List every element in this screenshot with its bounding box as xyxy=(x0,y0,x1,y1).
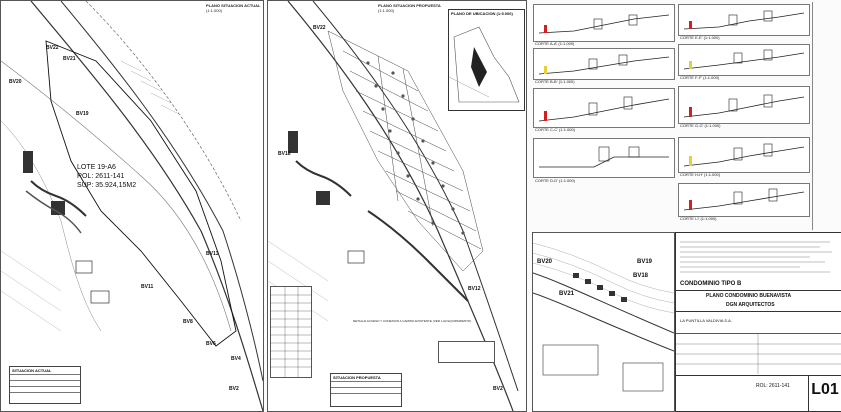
section-h-label: CORTE H-H' (1:1.000) xyxy=(680,172,721,177)
legend-grid xyxy=(271,287,311,377)
bv-label: BV2 xyxy=(493,386,503,392)
section-d xyxy=(533,138,675,178)
owner-name: LA PUNTILLA VALDIVIA S.A. xyxy=(680,318,732,323)
section-f-label: CORTE F-F' (1:1.000) xyxy=(680,75,720,80)
bv-label: BV20 xyxy=(537,259,553,265)
section-e-label: CORTE E-E' (1:1.000) xyxy=(680,35,720,40)
current-site-drawing xyxy=(1,1,263,411)
notes-area xyxy=(680,237,836,277)
center-plan-title: PLANO SITUACION PROPUESTA xyxy=(378,3,441,8)
rol-value: ROL: 2611-141 xyxy=(756,383,790,389)
bv-label: BV22 xyxy=(313,25,326,31)
bv-label: BV13 xyxy=(206,251,219,257)
section-e xyxy=(678,4,810,36)
detail-drawing xyxy=(533,242,674,392)
section-b-label: CORTE B-B' (1:1.000) xyxy=(535,79,575,84)
title-divider xyxy=(676,290,841,291)
bv-label: BV19 xyxy=(637,259,653,265)
title-divider-2 xyxy=(676,311,841,312)
bv-label: BV22 xyxy=(46,45,59,51)
bv-label: BV21 xyxy=(559,291,575,297)
location-title: PLANO DE UBICACION (1:5.000) xyxy=(451,11,513,16)
current-table-title: SITUACION ACTUAL xyxy=(12,368,52,373)
panel-sections: CORTE A-A' (1:1.000) CORTE B-B' (1:1.000… xyxy=(528,0,840,230)
bv-label: BV21 xyxy=(63,56,76,62)
left-plan-title: PLANO SITUACION ACTUAL xyxy=(206,3,261,8)
legend-box xyxy=(270,286,312,378)
section-a xyxy=(533,4,675,42)
location-inset: PLANO DE UBICACION (1:5.000) xyxy=(448,9,525,111)
lot-info: LOTE 19-A6 ROL: 2611-141 SUP: 35.924,15M… xyxy=(77,163,136,190)
section-d-label: CORTE D-D' (1:1.000) xyxy=(535,178,576,183)
plano-title: PLANO CONDOMINIO BUENAVISTA xyxy=(706,293,792,299)
title-block: CONDOMINIO TIPO B PLANO CONDOMINIO BUENA… xyxy=(675,232,841,412)
architect-title: DGN ARQUITECTOS xyxy=(726,302,775,308)
title-divider-3 xyxy=(676,375,841,376)
current-table: SITUACION ACTUAL xyxy=(9,366,81,404)
section-g xyxy=(678,86,810,124)
section-a-label: CORTE A-A' (1:1.000) xyxy=(535,41,575,46)
bv-label: BV4 xyxy=(231,356,241,362)
bv-label: BV6 xyxy=(206,341,216,347)
lot-name: LOTE 19-A6 xyxy=(77,164,116,171)
lot-rol: ROL: 2611-141 xyxy=(77,173,125,180)
section-i-label: CORTE I-I' (1:1.000) xyxy=(680,216,717,221)
small-legend xyxy=(438,341,495,363)
sheet-box: L01 xyxy=(808,375,841,411)
location-map xyxy=(448,26,520,103)
bv-label: BV20 xyxy=(9,79,22,85)
notes-column xyxy=(812,2,839,230)
proposed-site-drawing xyxy=(268,1,519,411)
bv-label: BV18 xyxy=(278,151,291,157)
bv-label: BV8 xyxy=(183,319,193,325)
section-h xyxy=(678,137,810,173)
panel-proposed-situation: PLANO SITUACION PROPUESTA (1:1.000) xyxy=(267,0,527,412)
panel-detail: BV20 BV19 BV21 BV18 xyxy=(532,232,675,412)
bv-label: BV2 xyxy=(229,386,239,392)
lot-area: SUP: 35.924,15M2 xyxy=(77,182,137,189)
section-i xyxy=(678,183,810,217)
access-note: DETALLE ACCESO Y CONEXION A CAMINO EXIST… xyxy=(353,319,472,323)
proposed-table: SITUACION PROPUESTA xyxy=(330,373,402,407)
bv-label: BV12 xyxy=(468,286,481,292)
section-c-label: CORTE C-C' (1:1.000) xyxy=(535,127,576,132)
section-f xyxy=(678,44,810,76)
panel-current-situation: PLANO SITUACION ACTUAL (1:1.000) BV22 BV… xyxy=(0,0,264,412)
section-g-label: CORTE G-G' (1:1.000) xyxy=(680,123,721,128)
sheet-number: L01 xyxy=(811,381,839,398)
bv-label: BV18 xyxy=(633,273,649,279)
bv-label: BV19 xyxy=(76,111,89,117)
section-c xyxy=(533,88,675,128)
left-plan-scale: (1:1.000) xyxy=(206,8,223,13)
signature-grid xyxy=(676,333,841,374)
center-plan-scale: (1:1.000) xyxy=(378,8,395,13)
section-b xyxy=(533,48,675,80)
proposed-table-title: SITUACION PROPUESTA xyxy=(333,375,381,380)
bv-label: BV11 xyxy=(141,284,154,290)
condominio-title: CONDOMINIO TIPO B xyxy=(680,281,742,287)
